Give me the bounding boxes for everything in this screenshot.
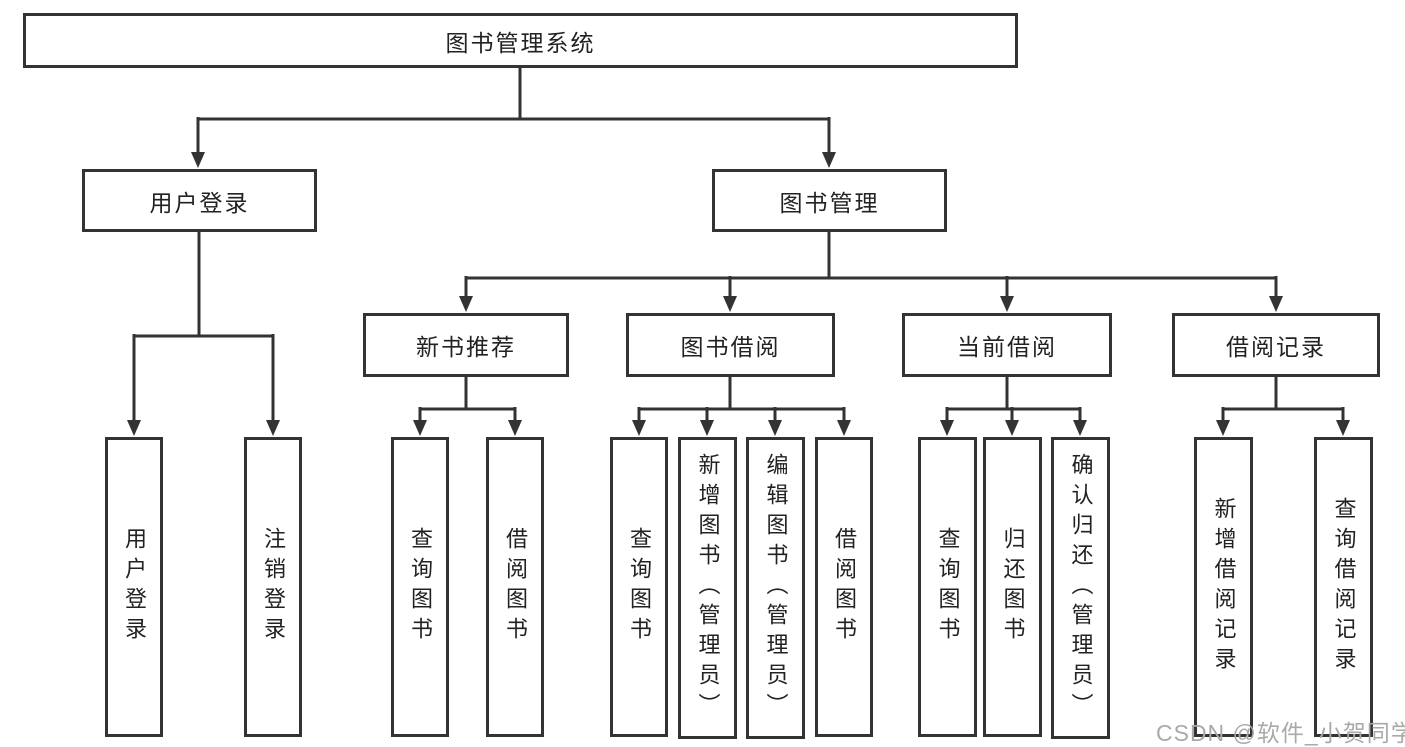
arrowhead-icons — [127, 152, 1350, 436]
leaf-logout: 注销登录 — [244, 437, 302, 737]
leaf-current-query-books: 查询图书 — [918, 437, 977, 737]
leaf-current-confirm-return-admin: 确认归还（管理员） — [1051, 437, 1110, 739]
node-book-management: 图书管理 — [712, 169, 947, 232]
leaf-recommend-query-books: 查询图书 — [391, 437, 449, 737]
node-root-library-system: 图书管理系统 — [23, 13, 1018, 68]
node-user-login: 用户登录 — [82, 169, 317, 232]
csdn-watermark: CSDN @软件_小贺同学 — [1156, 720, 1405, 746]
leaf-user-login: 用户登录 — [105, 437, 163, 737]
leaf-records-add-record: 新增借阅记录 — [1194, 437, 1253, 737]
leaf-records-query-record: 查询借阅记录 — [1314, 437, 1373, 737]
tree-edges — [132, 67, 1345, 426]
node-borrow-records: 借阅记录 — [1172, 313, 1380, 377]
leaf-borrow-borrow-books: 借阅图书 — [815, 437, 873, 737]
leaf-borrow-add-books-admin: 新增图书（管理员） — [678, 437, 737, 739]
node-book-borrow: 图书借阅 — [626, 313, 835, 377]
leaf-recommend-borrow-books: 借阅图书 — [486, 437, 544, 737]
leaf-current-return-books: 归还图书 — [983, 437, 1042, 737]
leaf-borrow-query-books: 查询图书 — [610, 437, 668, 737]
leaf-borrow-edit-books-admin: 编辑图书（管理员） — [746, 437, 805, 739]
node-current-borrow: 当前借阅 — [902, 313, 1112, 377]
node-new-book-recommend: 新书推荐 — [363, 313, 569, 377]
